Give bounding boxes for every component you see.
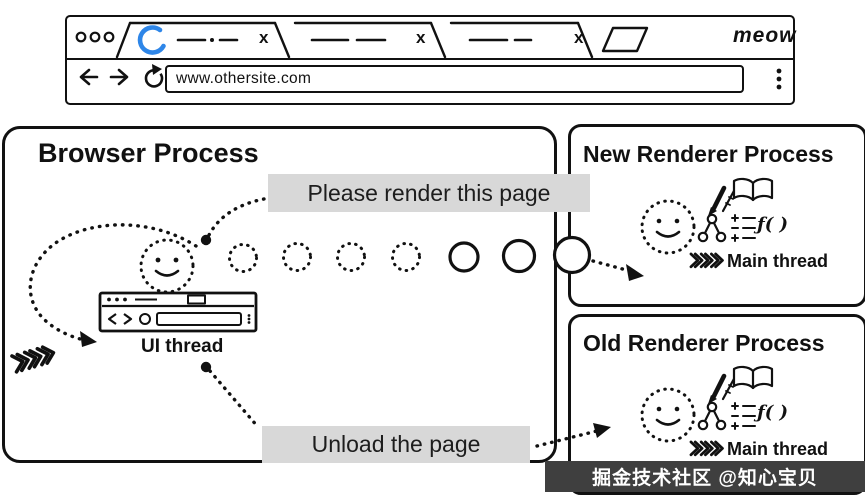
watermark-text: 掘金技术社区 @知心宝贝: [592, 468, 818, 489]
browser-process-title: Browser Process: [38, 138, 259, 168]
tab3-close-icon: x: [574, 28, 584, 47]
old-renderer-title: Old Renderer Process: [583, 330, 825, 356]
main-thread-label-new: Main thread: [727, 251, 829, 271]
address-bar: www.othersite.com: [165, 65, 744, 93]
watermark: 掘金技术社区 @知心宝贝: [545, 461, 865, 492]
url-text: www.othersite.com: [176, 70, 312, 87]
tab2-close-icon: x: [416, 28, 426, 47]
new-renderer-title: New Renderer Process: [583, 141, 834, 167]
ui-thread-label: UI thread: [141, 336, 224, 357]
render-message-label: Please render this page: [268, 174, 590, 212]
tabbar-divider: [67, 58, 793, 60]
main-thread-label-old: Main thread: [727, 439, 829, 459]
unload-message-text: Unload the page: [311, 431, 481, 457]
tab1-close-icon: x: [259, 28, 269, 47]
render-message-text: Please render this page: [307, 179, 551, 206]
brand-text: meow: [733, 24, 797, 47]
unload-message-label: Unload the page: [262, 426, 530, 463]
